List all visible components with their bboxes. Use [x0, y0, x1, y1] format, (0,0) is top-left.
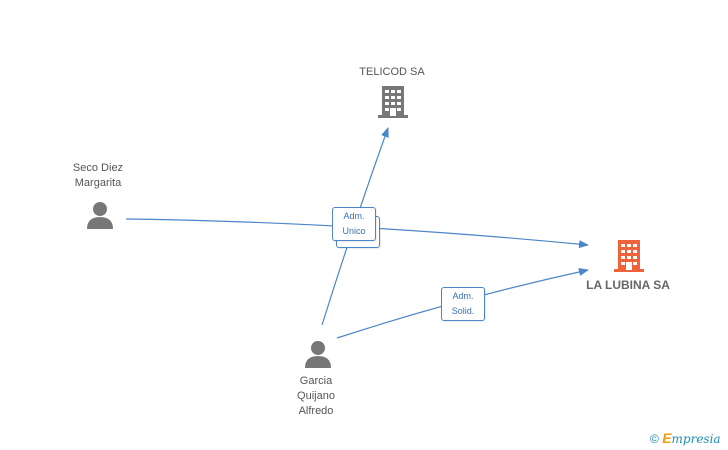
building-icon[interactable]	[378, 86, 408, 118]
person-label-line: Margarita	[74, 177, 122, 189]
edge-label-line: Adm.	[452, 291, 474, 301]
person-icon[interactable]	[305, 341, 331, 368]
edge-label-adm-unico[interactable]: Adm. Unico	[332, 207, 376, 241]
edge-label-line: Adm.	[343, 211, 365, 221]
empresia-watermark: © Empresia	[650, 430, 721, 446]
person-label-line: Alfredo	[298, 405, 334, 417]
person-label-garcia[interactable]: Garcia Quijano Alfredo	[268, 374, 364, 419]
person-label-line: Quijano	[297, 390, 335, 402]
person-label-line: Garcia	[299, 375, 333, 387]
person-label-line: Seco Diez	[72, 162, 124, 174]
copyright-icon: ©	[650, 432, 659, 446]
company-label-lubina[interactable]: LA LUBINA SA	[586, 278, 670, 292]
edge-label-adm-solid[interactable]: Adm. Solid.	[441, 287, 485, 321]
company-label-telicod[interactable]: TELICOD SA	[359, 66, 425, 78]
person-icon[interactable]	[87, 202, 113, 229]
person-label-seco[interactable]: Seco Diez Margarita	[50, 161, 146, 191]
building-icon[interactable]	[614, 240, 644, 272]
empresia-logo-text: mpresia	[671, 432, 721, 446]
empresia-logo-letter: E	[662, 430, 672, 446]
edge-label-line: Solid.	[451, 306, 475, 316]
edge-label-line: Unico	[342, 226, 366, 236]
